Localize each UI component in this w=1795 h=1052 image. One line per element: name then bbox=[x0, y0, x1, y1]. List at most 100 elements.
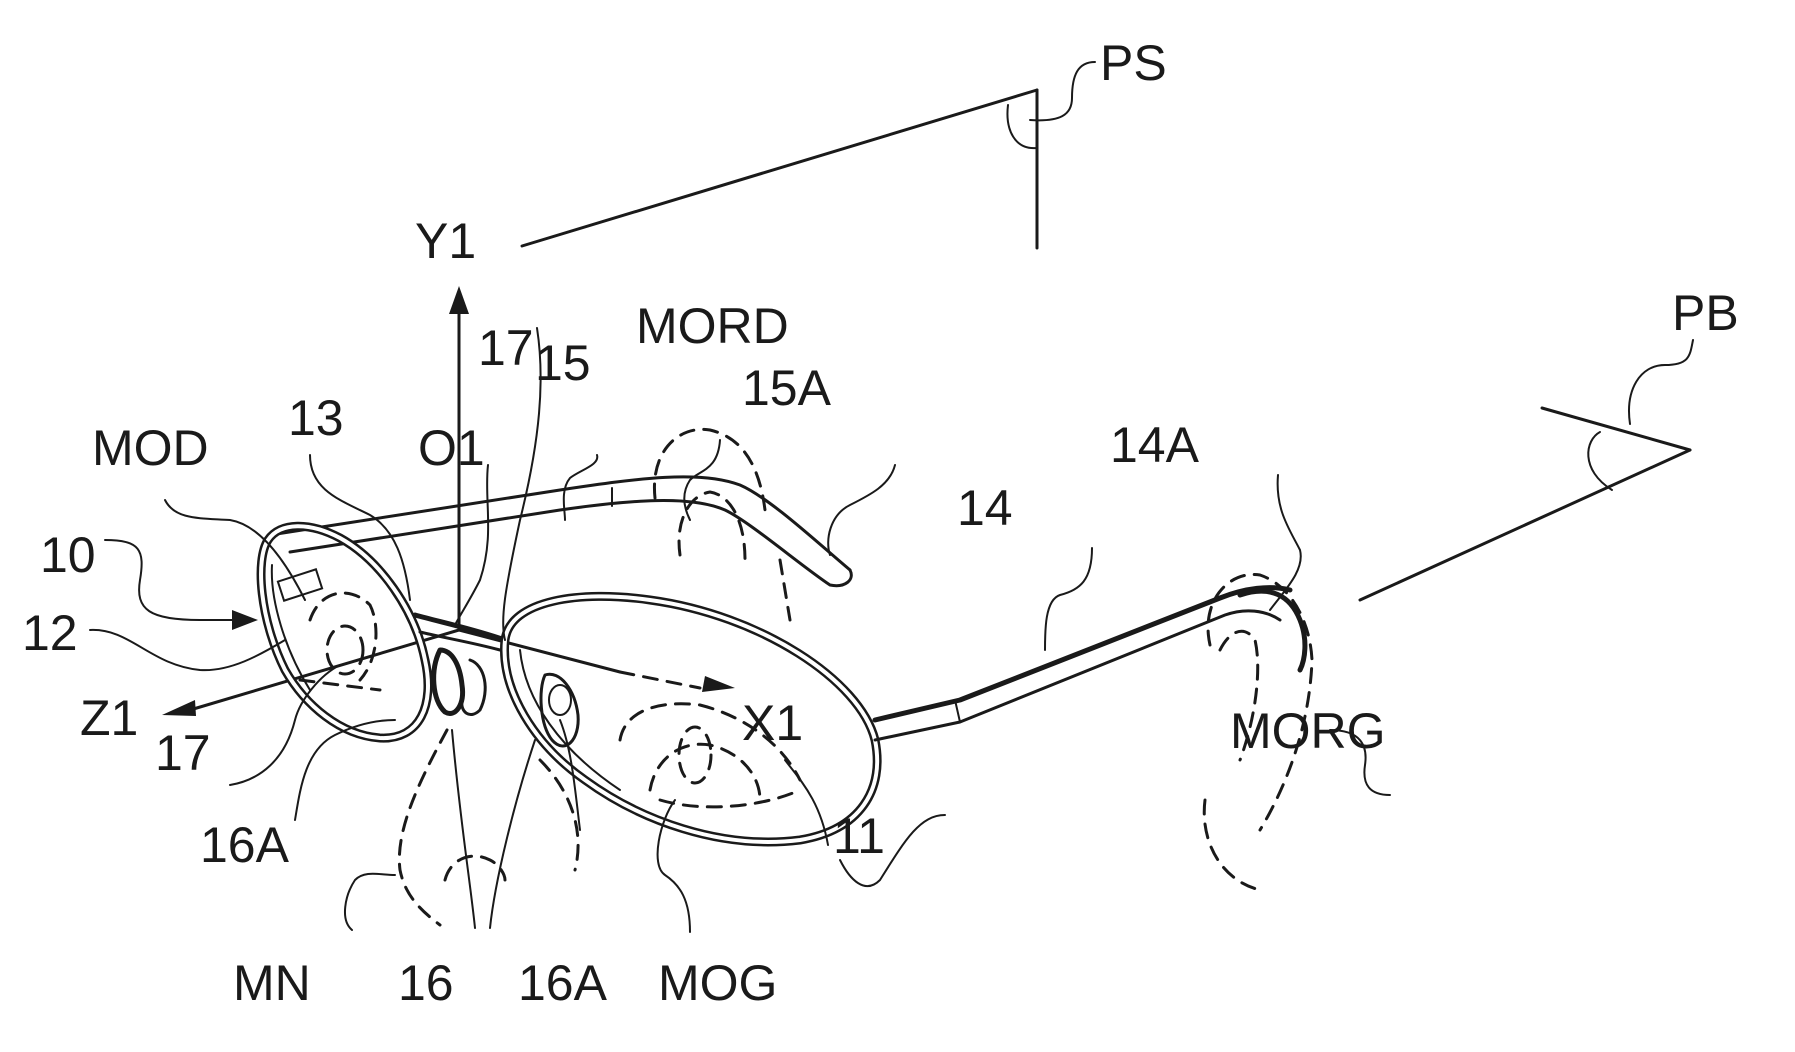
label-17-top: 17 bbox=[478, 320, 534, 376]
right-temple-lower-edge bbox=[288, 499, 853, 588]
label-pb: PB bbox=[1672, 285, 1739, 341]
leader-10 bbox=[104, 539, 236, 621]
leader-o1 bbox=[454, 464, 490, 626]
left-ear-lobe bbox=[1202, 798, 1262, 892]
left-temple-tip bbox=[1237, 588, 1308, 673]
right-lens-rim bbox=[256, 521, 433, 743]
bridge-lower bbox=[418, 630, 502, 652]
ps-leader bbox=[1029, 61, 1096, 122]
right-hinge-block bbox=[276, 568, 324, 602]
leader-16-a bbox=[451, 729, 476, 929]
right-eye-lid bbox=[298, 678, 382, 692]
label-16: 16 bbox=[398, 955, 454, 1011]
label-mog: MOG bbox=[658, 955, 777, 1011]
left-lens-rim bbox=[500, 591, 882, 847]
label-o1-origin: O1 bbox=[418, 420, 485, 476]
leader-14 bbox=[1044, 547, 1093, 651]
left-eye-pupil bbox=[677, 725, 713, 785]
leader-lines bbox=[89, 327, 1391, 933]
leader-10-arrowhead bbox=[232, 610, 258, 630]
bridge bbox=[412, 612, 508, 652]
label-15: 15 bbox=[535, 335, 591, 391]
leader-14a bbox=[1269, 474, 1302, 611]
left-temple-lower bbox=[873, 609, 1282, 742]
z-axis-line bbox=[188, 628, 461, 712]
leader-16a-right bbox=[294, 719, 396, 821]
right-ear-mord bbox=[652, 427, 792, 622]
label-17-bottom: 17 bbox=[155, 725, 211, 781]
right-ear-lobe bbox=[778, 558, 792, 622]
right-rim-outer bbox=[256, 521, 433, 743]
z-axis-arrowhead bbox=[162, 700, 196, 716]
y-axis: Y1 bbox=[415, 213, 476, 632]
reference-labels: 10 12 MOD 13 16A O1 17 17 16A MN 16 16A … bbox=[22, 298, 1386, 1011]
label-10: 10 bbox=[40, 527, 96, 583]
label-mod: MOD bbox=[92, 420, 209, 476]
nose-pad-right-back bbox=[460, 658, 487, 716]
pb-leader bbox=[1628, 339, 1694, 425]
x-axis-arrowhead bbox=[702, 676, 735, 692]
pb-angle-arc bbox=[1587, 431, 1613, 491]
leader-morg bbox=[1329, 729, 1391, 796]
nose-mn bbox=[397, 728, 580, 927]
nose-pad-left bbox=[539, 672, 580, 748]
left-eye-mog bbox=[618, 702, 802, 809]
leader-11 bbox=[839, 814, 946, 887]
left-temple-upper bbox=[872, 585, 1293, 723]
label-mn: MN bbox=[233, 955, 311, 1011]
right-eye-pupil bbox=[325, 624, 365, 676]
ps-plane-edge bbox=[520, 88, 1039, 248]
label-13: 13 bbox=[288, 390, 344, 446]
label-12: 12 bbox=[22, 605, 78, 661]
pb-plane-edge bbox=[1358, 448, 1692, 602]
nose-outline-left bbox=[538, 758, 580, 872]
left-ear-morg bbox=[1202, 572, 1314, 892]
bottom-plane-pb: PB bbox=[1358, 285, 1739, 602]
sagittal-plane-ps: PS bbox=[520, 35, 1167, 250]
pb-plane-edge-2 bbox=[1540, 406, 1692, 452]
leader-mn bbox=[344, 872, 396, 931]
leader-mod bbox=[164, 499, 306, 601]
label-16a-right: 16A bbox=[200, 817, 290, 873]
right-eye-mod bbox=[298, 591, 382, 692]
z-axis: Z1 bbox=[80, 628, 461, 746]
left-eye-lid bbox=[658, 788, 802, 809]
leader-13 bbox=[309, 454, 411, 601]
left-eye-inner bbox=[648, 742, 762, 802]
ps-right-angle-arc bbox=[1006, 104, 1038, 150]
label-morg: MORG bbox=[1230, 703, 1386, 759]
leader-17-bottom bbox=[229, 664, 341, 786]
label-14a: 14A bbox=[1110, 417, 1200, 473]
label-y1: Y1 bbox=[415, 213, 476, 269]
x-axis-line bbox=[457, 628, 622, 674]
right-temple bbox=[268, 475, 853, 588]
x-axis-hidden-line bbox=[618, 670, 702, 690]
nose-pad-left-screw bbox=[548, 684, 572, 716]
bridge-upper bbox=[412, 612, 508, 643]
leader-17-top bbox=[502, 327, 542, 641]
leader-16-b bbox=[489, 739, 536, 929]
right-temple-upper-edge bbox=[268, 475, 852, 572]
right-lens-bevel bbox=[270, 564, 311, 691]
right-ear-outline bbox=[652, 427, 767, 512]
label-z1: Z1 bbox=[80, 690, 138, 746]
left-lens-bevel bbox=[519, 649, 621, 791]
leader-16a-left bbox=[559, 719, 581, 831]
leader-mord bbox=[683, 439, 721, 521]
left-hinge-joint bbox=[954, 699, 961, 723]
leader-15a bbox=[827, 464, 896, 556]
left-ear-outline bbox=[1206, 572, 1314, 832]
nostril bbox=[443, 854, 507, 882]
y-axis-arrowhead bbox=[449, 286, 469, 314]
nose-outline bbox=[397, 728, 449, 927]
leader-mog bbox=[656, 799, 691, 933]
leader-15 bbox=[562, 454, 599, 521]
right-ear-inner bbox=[677, 490, 747, 562]
label-11: 11 bbox=[833, 808, 885, 864]
label-ps: PS bbox=[1100, 35, 1167, 91]
leader-12 bbox=[89, 628, 286, 672]
label-15a: 15A bbox=[742, 360, 832, 416]
nose-pads bbox=[431, 647, 580, 748]
leader-11-inner bbox=[784, 759, 829, 846]
